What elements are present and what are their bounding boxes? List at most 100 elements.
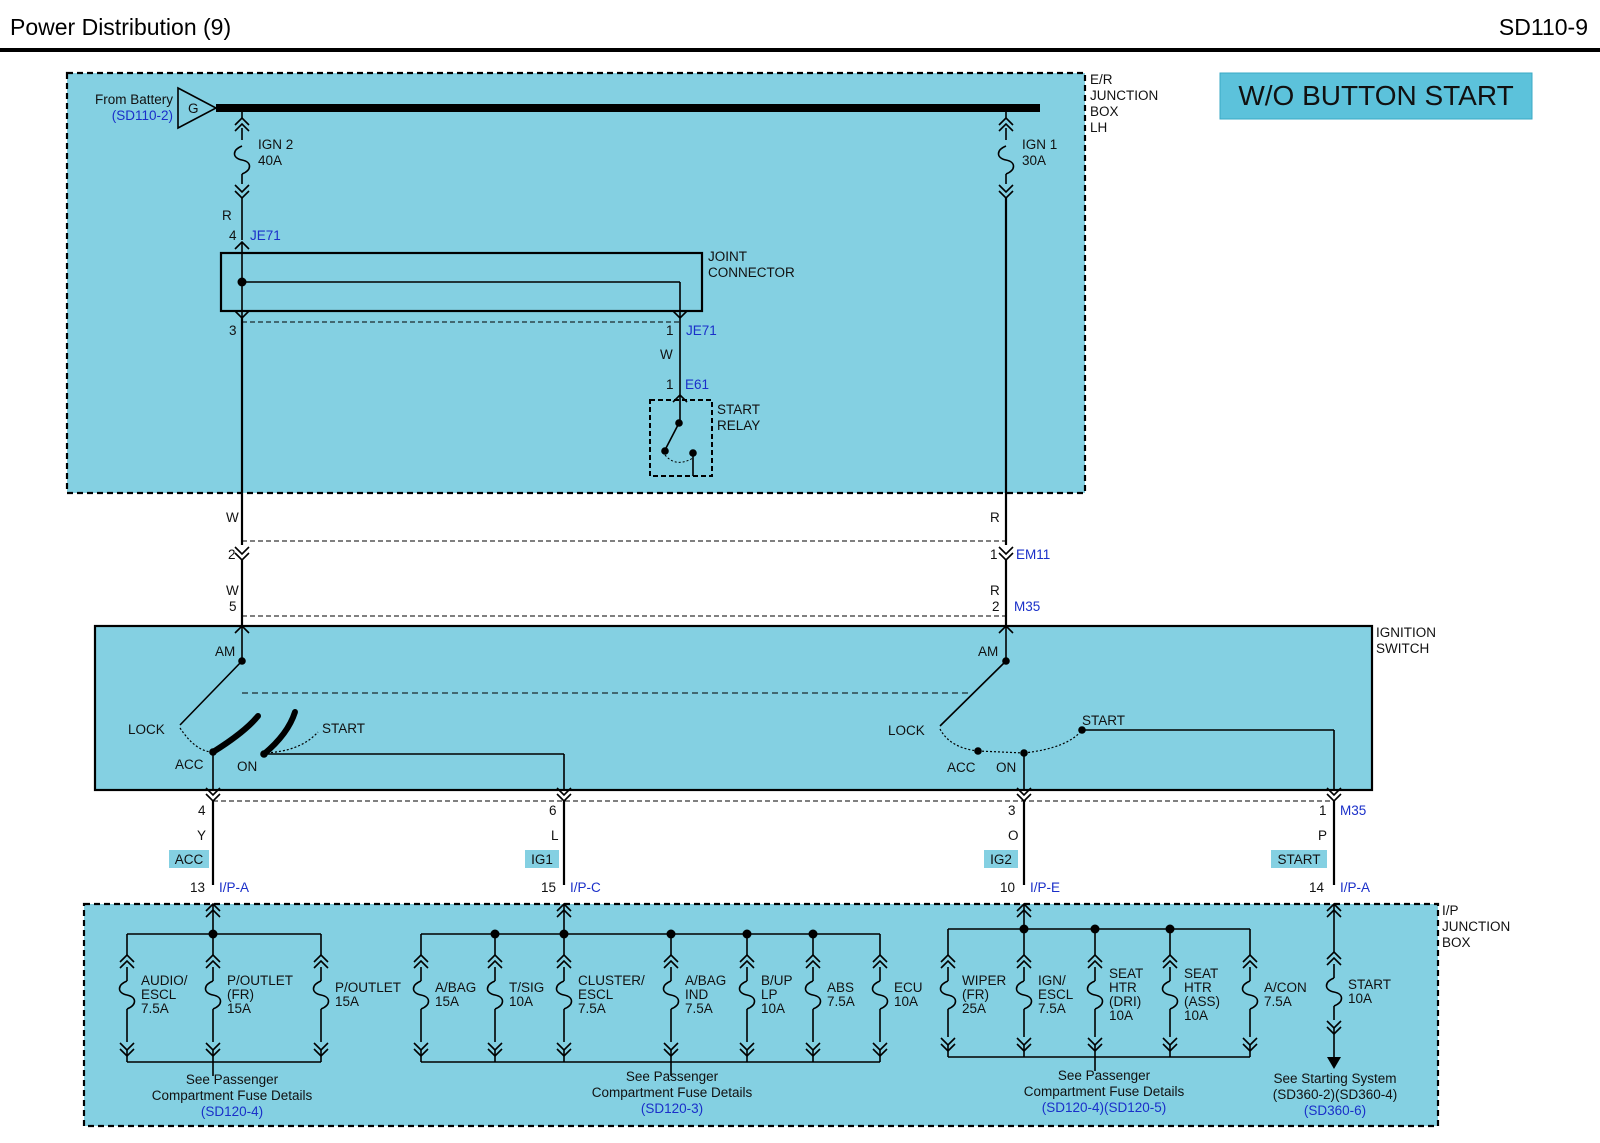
right-lock: LOCK (888, 723, 925, 738)
page-code: SD110-9 (1499, 14, 1588, 40)
output-pin: 1 (1319, 803, 1327, 818)
fuse-acc-1: P/OUTLET(FR)15A (204, 934, 293, 1062)
ref-link: (SD360-6) (1304, 1103, 1366, 1118)
right-wiper-arm (939, 660, 1007, 727)
right-start: START (1082, 713, 1125, 728)
fuse-label: P/OUTLET (335, 980, 401, 995)
ignition-switch-box (93, 624, 1374, 792)
em11-connector: EM11 (1016, 547, 1050, 562)
fuse-label: LP (761, 987, 778, 1002)
ign-switch-label-2: SWITCH (1376, 641, 1429, 656)
fuse-label: WIPER (962, 973, 1007, 988)
er-box-label-4: LH (1090, 120, 1107, 135)
fuse-label: 10A (761, 1001, 785, 1016)
ip-box-label-1: I/P (1442, 903, 1459, 918)
start-arrow-icon (1327, 1057, 1341, 1069)
ign2-fuse-rating: 40A (258, 153, 282, 168)
ref-line: See Starting System (1273, 1071, 1396, 1086)
battery-symbol-letter: G (188, 101, 199, 116)
ignition-outputs: M35 4 Y ACC 13 I/P-A 6 L IG1 15 I/P-C (169, 787, 1370, 895)
jc-connector-bottom: JE71 (686, 323, 717, 338)
fuse-label: 10A (1184, 1008, 1208, 1023)
ref-acc: See Passenger Compartment Fuse Details (… (152, 1072, 313, 1119)
output-pin: 4 (198, 803, 206, 818)
m35-right-wire: R (990, 583, 1000, 598)
em11-right-wire: R (990, 510, 1000, 525)
ref-line: See Passenger (1058, 1068, 1151, 1083)
relay-connector: E61 (685, 377, 709, 392)
output-wire: O (1008, 828, 1019, 843)
output-tag-bg (525, 850, 559, 868)
battery-label: From Battery (95, 92, 173, 107)
fuse-label: T/SIG (509, 980, 544, 995)
er-box-label-3: BOX (1090, 104, 1119, 119)
relay-label-1: START (717, 402, 760, 417)
output-start: 1 P START 14 I/P-A (1271, 787, 1370, 895)
fuse-label: (ASS) (1184, 994, 1220, 1009)
relay-label-2: RELAY (717, 418, 760, 433)
fuse-label: ESCL (578, 987, 614, 1002)
right-on: ON (996, 760, 1016, 775)
output-tag: START (1277, 852, 1320, 867)
relay-pin: 1 (666, 377, 674, 392)
output-tag-bg (169, 850, 209, 868)
fuse-label: 10A (1348, 991, 1372, 1006)
em11-left-pin: 2 (228, 547, 236, 562)
fuse-label: 7.5A (685, 1001, 713, 1016)
fuse-label: A/CON (1264, 980, 1307, 995)
jb-pin: 14 (1309, 880, 1325, 895)
m35-left-pin: 5 (229, 599, 237, 614)
er-box-label-1: E/R (1090, 72, 1113, 87)
fuse-label: 7.5A (141, 1001, 169, 1016)
jc-wire-in: R (222, 208, 232, 223)
banner-text: W/O BUTTON START (1238, 80, 1513, 111)
output-tag: IG1 (531, 852, 553, 867)
m35-top-connector: M35 (1014, 599, 1040, 614)
ip-box-area (82, 902, 1440, 1128)
er-box-label-2: JUNCTION (1090, 88, 1158, 103)
left-start: START (322, 721, 365, 736)
fuse-label: START (1348, 977, 1391, 992)
jc-pin-in: 4 (229, 228, 237, 243)
left-on: ON (237, 759, 257, 774)
ign-switch-label-1: IGNITION (1376, 625, 1436, 640)
fuse-label: 10A (894, 994, 918, 1009)
ip-junction-box: I/P JUNCTION BOX A (82, 902, 1510, 1128)
ref-line: Compartment Fuse Details (152, 1088, 313, 1103)
fuse-label: 10A (509, 994, 533, 1009)
jc-pin-right: 1 (666, 323, 674, 338)
ref-line: See Passenger (626, 1069, 719, 1084)
ref-ig1: See Passenger Compartment Fuse Details (… (592, 1069, 753, 1116)
fuse-label: (FR) (962, 987, 989, 1002)
ip-fuses: AUDIO/ESCL7.5AP/OUTLET(FR)15AP/OUTLET15A… (118, 929, 1391, 1062)
output-wire: L (551, 828, 559, 843)
jb-connector: I/P-A (219, 880, 249, 895)
page-title: Power Distribution (9) (10, 14, 231, 40)
fuse-label: SEAT (1184, 966, 1218, 981)
output-tag-bg (1271, 850, 1327, 868)
fuse-label: ESCL (1038, 987, 1074, 1002)
fuse-label: A/BAG (685, 973, 726, 988)
jc-pin-left: 3 (229, 323, 237, 338)
ref-link: (SD120-4) (201, 1104, 263, 1119)
battery-symbol (177, 86, 218, 130)
connector-em11: W R 2 1 EM11 W R 5 2 M35 (226, 510, 1050, 628)
jc-connector-top: JE71 (250, 228, 281, 243)
er-box-area (65, 71, 1087, 495)
fuse-label: CLUSTER/ (578, 973, 645, 988)
ref-line: Compartment Fuse Details (592, 1085, 753, 1100)
fuse-label: ESCL (141, 987, 177, 1002)
output-ig2: 3 O IG2 10 I/P-E (984, 787, 1060, 895)
jc-label-2: CONNECTOR (708, 265, 795, 280)
output-wire: Y (197, 828, 206, 843)
em11-left-wire: W (226, 510, 239, 525)
